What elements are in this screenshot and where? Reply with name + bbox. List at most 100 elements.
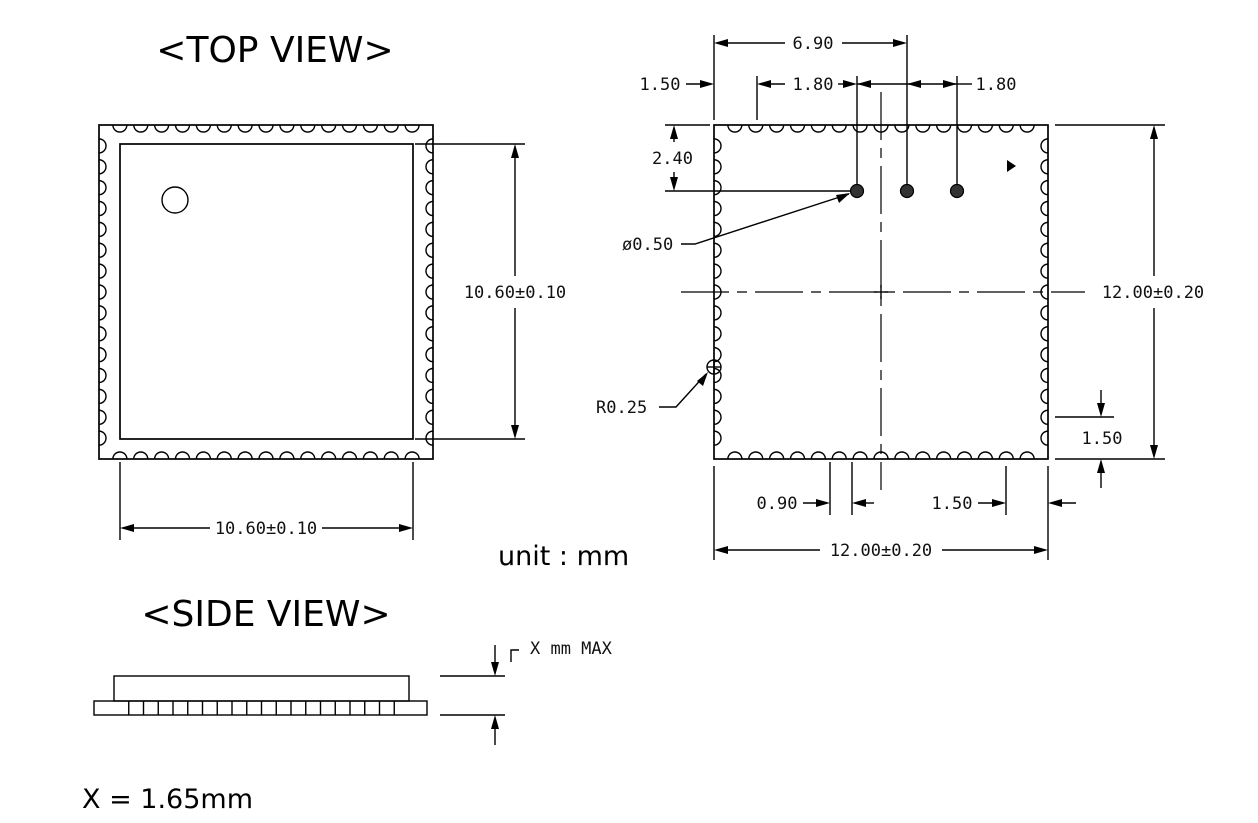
castellation bbox=[425, 388, 434, 405]
castellation bbox=[425, 409, 434, 425]
castellation bbox=[713, 200, 722, 217]
castellation bbox=[425, 263, 434, 279]
castellation bbox=[713, 242, 722, 258]
castellation bbox=[425, 159, 434, 175]
top-view-title: <TOP VIEW> bbox=[156, 30, 393, 71]
castellation bbox=[748, 451, 764, 460]
castellation bbox=[195, 451, 212, 460]
castellation bbox=[425, 346, 434, 363]
castellation bbox=[1040, 159, 1049, 175]
castellation bbox=[1040, 138, 1049, 154]
castellation bbox=[810, 124, 827, 133]
castellation bbox=[1040, 263, 1049, 279]
dim-0-90: 0.90 bbox=[757, 462, 874, 515]
test-point bbox=[899, 183, 915, 199]
castellation bbox=[768, 451, 785, 460]
castellation bbox=[425, 138, 434, 154]
castellation bbox=[362, 451, 379, 460]
castellated-pads bbox=[98, 124, 434, 460]
side-view-height-dimension: X mm MAX bbox=[440, 639, 613, 745]
castellation bbox=[341, 451, 358, 460]
pcb-profile bbox=[93, 700, 428, 716]
pin1-marker bbox=[161, 186, 189, 214]
shield-can-profile bbox=[113, 675, 410, 702]
castellation bbox=[1040, 305, 1049, 321]
castellation bbox=[404, 124, 420, 133]
castellation bbox=[98, 346, 107, 363]
footprint-view: 6.90 1.50 1.80 1.80 bbox=[596, 34, 1204, 561]
side-view-title: <SIDE VIEW> bbox=[141, 594, 390, 635]
x-value-note: X = 1.65mm bbox=[82, 784, 253, 815]
castellation bbox=[98, 284, 107, 300]
castellation bbox=[383, 124, 399, 133]
castellation bbox=[341, 124, 358, 133]
castellation bbox=[1040, 367, 1049, 384]
castellation bbox=[852, 124, 868, 133]
castellation bbox=[713, 367, 722, 384]
dim-1-80-a: 1.80 bbox=[793, 75, 907, 95]
dim-2-40-label: 2.40 bbox=[652, 149, 693, 169]
diameter-label: ø0.50 bbox=[622, 235, 673, 255]
dim-1-50-top: 1.50 bbox=[640, 75, 785, 95]
castellation bbox=[713, 430, 722, 446]
dim-1-80-a-label: 1.80 bbox=[793, 75, 834, 95]
castellation bbox=[1040, 346, 1049, 363]
castellation bbox=[713, 138, 722, 154]
castellation bbox=[1040, 326, 1049, 342]
dim-1-50-right-label: 1.50 bbox=[1082, 429, 1123, 449]
radius-label: R0.25 bbox=[596, 398, 647, 418]
castellation bbox=[1040, 200, 1049, 217]
castellation bbox=[713, 305, 722, 321]
castellation bbox=[977, 451, 994, 460]
castellation bbox=[789, 451, 806, 460]
castellation bbox=[300, 451, 316, 460]
footprint-castellations bbox=[713, 124, 1049, 460]
castellation bbox=[258, 451, 274, 460]
castellation bbox=[713, 179, 722, 196]
castellation bbox=[852, 451, 868, 460]
dim-1-80-b-label: 1.80 bbox=[976, 75, 1017, 95]
castellation bbox=[216, 124, 232, 133]
dim-0-90-label: 0.90 bbox=[757, 494, 798, 514]
castellation bbox=[713, 159, 722, 175]
castellation bbox=[383, 451, 399, 460]
castellation bbox=[237, 451, 253, 460]
castellation bbox=[425, 326, 434, 342]
castellation bbox=[1040, 388, 1049, 405]
castellation bbox=[320, 451, 337, 460]
castellation bbox=[935, 124, 952, 133]
test-point bbox=[949, 183, 965, 199]
castellation bbox=[1019, 124, 1035, 133]
castellation bbox=[404, 451, 420, 460]
castellation bbox=[789, 124, 806, 133]
castellation bbox=[237, 124, 253, 133]
castellation bbox=[1040, 409, 1049, 425]
top-view-width-label: 10.60±0.10 bbox=[215, 519, 317, 539]
castellation bbox=[915, 451, 931, 460]
castellation bbox=[98, 305, 107, 321]
castellation bbox=[748, 124, 764, 133]
castellation bbox=[98, 367, 107, 384]
castellation bbox=[425, 200, 434, 217]
dim-6-90-label: 6.90 bbox=[793, 34, 834, 54]
castellation bbox=[935, 451, 952, 460]
castellation bbox=[98, 138, 107, 154]
dim-12-00-height: 12.00±0.20 bbox=[1055, 124, 1204, 460]
castellation bbox=[112, 451, 128, 460]
castellation bbox=[153, 124, 170, 133]
castellation bbox=[98, 159, 107, 175]
castellation bbox=[425, 242, 434, 258]
castellation bbox=[320, 124, 337, 133]
unit-label: unit : mm bbox=[498, 541, 629, 572]
castellation bbox=[279, 124, 295, 133]
castellation bbox=[998, 124, 1014, 133]
castellation bbox=[727, 451, 743, 460]
castellation bbox=[98, 242, 107, 258]
dim-12-00-height-label: 12.00±0.20 bbox=[1102, 283, 1204, 303]
module-outline bbox=[98, 124, 434, 460]
side-view: <SIDE VIEW> X mm MAX bbox=[93, 594, 613, 745]
castellation bbox=[977, 124, 994, 133]
castellation bbox=[894, 124, 910, 133]
castellation bbox=[133, 124, 149, 133]
castellation bbox=[98, 409, 107, 425]
